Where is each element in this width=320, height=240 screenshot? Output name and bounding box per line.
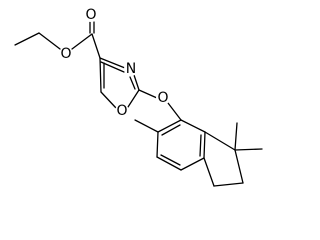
ethyl-ch3-ch2-bond xyxy=(14,32,40,46)
ring-c4-n-double-bond-a xyxy=(99,57,126,69)
ester-oxygen-text: O xyxy=(60,46,71,62)
ar-c6-c1-bond xyxy=(180,119,206,133)
ar-methyl-bond xyxy=(134,119,159,133)
c2-ether-o-bond xyxy=(138,89,158,99)
chemical-structure-diagram: O O N O O xyxy=(14,7,263,187)
oxazole-oxygen-text: O xyxy=(116,103,127,119)
ring-c5-o-bond xyxy=(100,91,117,109)
ring-n-c2-inner-bond xyxy=(129,76,136,90)
ar-c3-c4-bond xyxy=(156,156,182,171)
ether-o-ar-c1-bond xyxy=(167,102,182,121)
ether-oxygen-text: O xyxy=(157,90,168,106)
ring-c4-n-double-bond-b xyxy=(100,61,125,73)
ar-c5-c6-bond xyxy=(203,131,206,159)
carbonyl-oxygen-text: O xyxy=(85,7,96,23)
ar-inner-c3-c4-bond xyxy=(160,154,181,166)
ar-c1-c2-bond xyxy=(157,119,182,133)
oxazole-nitrogen-text: N xyxy=(126,61,136,77)
quaternary-methyl-top-bond xyxy=(234,122,238,151)
bond-layer xyxy=(14,21,263,187)
ring-n-c2-bond xyxy=(133,74,140,91)
atom-label-carbonyl-oxygen: O xyxy=(84,7,98,23)
atom-label-layer: O O N O O xyxy=(59,7,170,119)
indane-ch2-ch2-bond xyxy=(213,182,244,187)
atom-label-ether-oxygen: O xyxy=(156,90,170,106)
quaternary-ring-bond xyxy=(204,131,236,151)
indane-c-ch2-bond xyxy=(203,157,215,187)
ar-c4-c5-bond xyxy=(180,157,205,171)
ar-c2-c3-bond xyxy=(156,131,159,158)
quaternary-methyl-right-bond xyxy=(234,148,263,151)
ethyl-ch2-o-bond xyxy=(38,32,61,50)
ester-o-carbonyl-c-bond xyxy=(71,33,93,50)
ar-inner-c1-c2-bond xyxy=(161,124,181,136)
ring-c4-c5-bond xyxy=(99,57,102,93)
carbonyl-c-ring-c4-bond xyxy=(91,33,101,59)
ring-o-c2-bond xyxy=(127,89,140,108)
atom-label-oxazole-nitrogen: N xyxy=(124,61,138,77)
atom-label-oxazole-oxygen: O xyxy=(115,103,129,119)
ar-inner-c5-c6-bond xyxy=(199,134,202,157)
atom-label-ester-oxygen: O xyxy=(59,46,73,62)
indane-ch2-quaternary-bond xyxy=(234,149,244,184)
